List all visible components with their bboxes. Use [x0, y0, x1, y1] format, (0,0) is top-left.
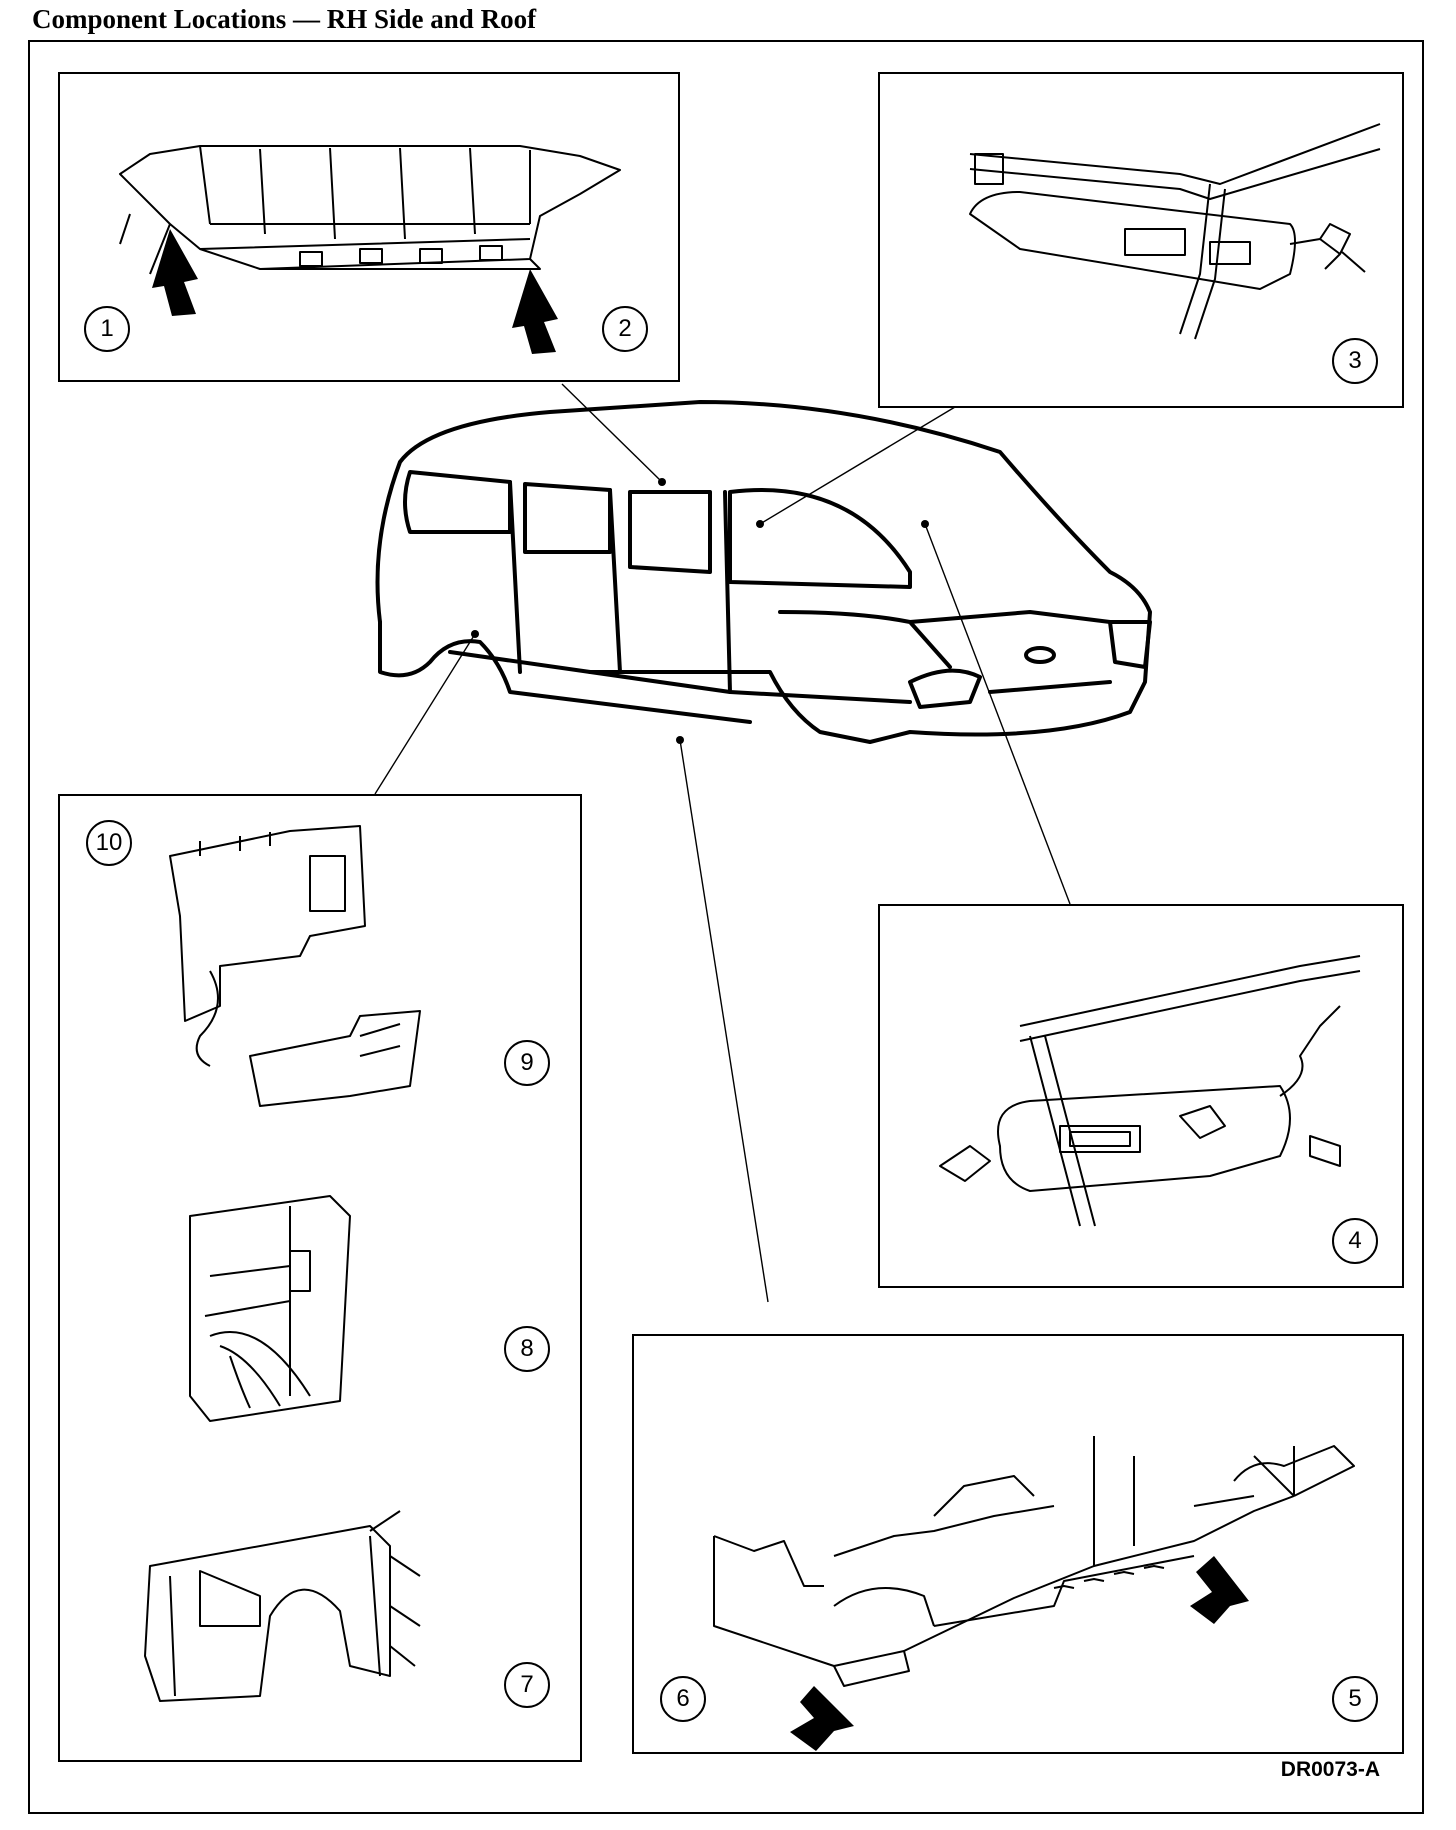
sun-visor-lh-illustration [969, 123, 1381, 340]
headliner-illustration [119, 145, 621, 354]
page-title: Component Locations — RH Side and Roof [32, 4, 537, 34]
callout-8: 8 [504, 1326, 550, 1372]
quarter-trim-illustration [144, 825, 421, 1702]
callout-5: 5 [1332, 1676, 1378, 1722]
callout-9: 9 [504, 1040, 550, 1086]
van-overview [350, 372, 1180, 862]
drawing-code: DR0073-A [1280, 1758, 1380, 1781]
callout-7: 7 [504, 1662, 550, 1708]
callout-4: 4 [1332, 1218, 1378, 1264]
callout-3: 3 [1332, 338, 1378, 384]
callout-10: 10 [86, 820, 132, 866]
panel-headliner: 1 2 [58, 72, 680, 382]
callout-6: 6 [660, 1676, 706, 1722]
callout-1: 1 [84, 306, 130, 352]
sun-visor-rh-illustration [939, 955, 1361, 1227]
floor-scuff-illustration [713, 1436, 1355, 1751]
callout-2: 2 [602, 306, 648, 352]
panel-quarter-trim: 10 9 8 7 [58, 794, 582, 1762]
panel-sun-visor-lh: 3 [878, 72, 1404, 408]
panel-floor-scuff: 6 5 [632, 1334, 1404, 1754]
panel-sun-visor-rh: 4 [878, 904, 1404, 1288]
diagram-frame: 1 2 3 [28, 40, 1424, 1814]
van-illustration [375, 400, 1152, 744]
